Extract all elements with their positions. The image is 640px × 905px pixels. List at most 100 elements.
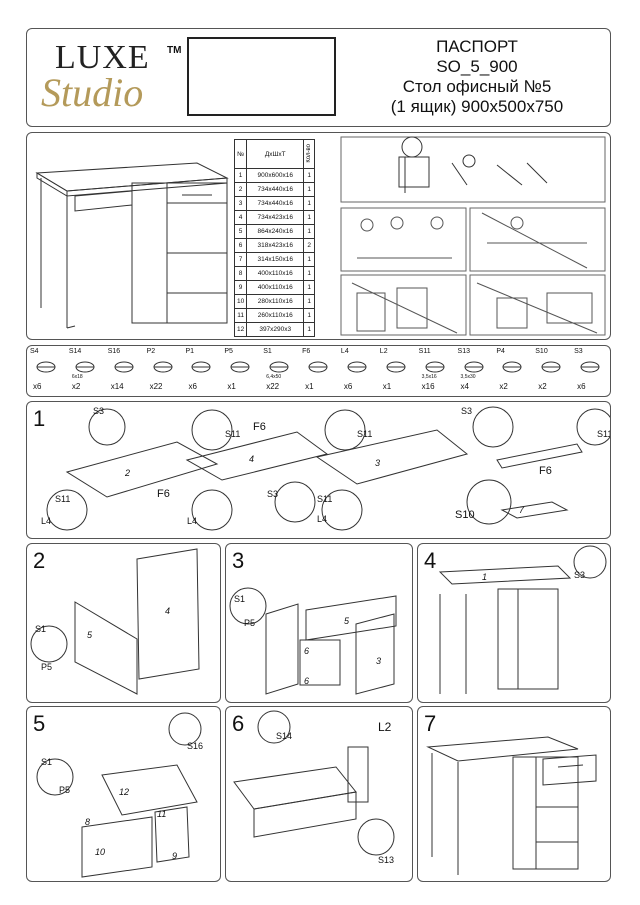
label: S10 xyxy=(455,509,475,521)
hardware-qty: x2 xyxy=(538,382,547,391)
step-2-drawing: S1 P5 4 5 xyxy=(30,548,200,695)
cell-size: 280х110х16 xyxy=(246,294,305,309)
hardware-qty: x22 xyxy=(149,382,163,391)
fastener-icon xyxy=(303,358,333,376)
label: L4 xyxy=(317,514,327,524)
hardware-code: S4 xyxy=(30,348,39,355)
cell-num: 9 xyxy=(233,280,248,295)
part-number: 7 xyxy=(519,505,525,515)
label: S3 xyxy=(267,489,278,499)
hardware-qty: x1 xyxy=(382,382,392,391)
label: P5 xyxy=(244,618,255,628)
label: F6 xyxy=(539,465,552,477)
cell-num: 4 xyxy=(233,210,248,225)
cell-num: 5 xyxy=(233,224,248,239)
cell-qty: 1 xyxy=(303,322,316,337)
desk-illustration xyxy=(35,162,229,329)
label: S11 xyxy=(597,429,610,439)
hardware-size: 3,5х30 xyxy=(460,374,476,380)
step-1-panel: 1 S3 S11 F6 S11 S3 S11 F6 S11 S11 L4 L4 xyxy=(26,401,611,539)
fastener-icon xyxy=(186,358,216,376)
step-4-drawing: S3 1 xyxy=(438,545,607,694)
part-number: 9 xyxy=(172,851,177,861)
cell-size: 260х110х16 xyxy=(246,308,305,323)
hardware-code: S1 xyxy=(263,348,272,355)
step-number: 4 xyxy=(424,548,437,573)
hardware-size: 6х18 xyxy=(71,374,83,380)
cell-num: 2 xyxy=(233,182,248,197)
cell-size: 864х240х16 xyxy=(246,224,305,239)
hardware-qty: x6 xyxy=(343,382,353,391)
label: S11 xyxy=(357,429,372,439)
label: L4 xyxy=(41,516,51,526)
label: S3 xyxy=(574,570,585,580)
label: F6 xyxy=(157,488,170,500)
hardware-qty: x1 xyxy=(227,382,236,391)
hardware-qty: x6 xyxy=(188,382,197,391)
step-7-panel: 7 xyxy=(417,706,611,882)
cell-num: 8 xyxy=(233,266,248,281)
col-header-size: ДхШхТ xyxy=(246,139,305,169)
label: S16 xyxy=(187,741,203,751)
hardware-code: S11 xyxy=(418,348,431,355)
cell-size: 734х423х16 xyxy=(246,210,305,225)
cell-qty: 1 xyxy=(303,294,316,309)
cell-qty: 1 xyxy=(303,210,316,225)
part-number: 3 xyxy=(375,458,380,468)
cell-qty: 1 xyxy=(303,308,316,323)
cell-size: 314х150х16 xyxy=(246,252,305,267)
hardware-qty: x6 xyxy=(33,382,42,391)
fastener-icon xyxy=(497,358,527,376)
part-number: 5 xyxy=(87,630,93,640)
fastener-icon xyxy=(536,358,566,376)
cell-num: 11 xyxy=(233,308,248,323)
fastener-icon xyxy=(148,358,178,376)
col-header-qty: Кол-во xyxy=(306,143,313,163)
hardware-code: L2 xyxy=(379,348,388,355)
warning-frame-3 xyxy=(340,274,467,336)
hardware-qty: x16 xyxy=(421,382,435,391)
step-number: 2 xyxy=(33,548,46,573)
step-number: 1 xyxy=(33,406,46,431)
fastener-icon xyxy=(225,358,255,376)
hardware-size: 6,4х50 xyxy=(266,374,282,380)
step-number: 6 xyxy=(232,711,245,736)
brand-logo: LUXE TM Studio xyxy=(41,39,191,119)
fastener-icon xyxy=(459,358,489,376)
warning-frame-2 xyxy=(469,207,606,272)
tools-illustration xyxy=(398,136,548,193)
fastener-icon xyxy=(575,358,605,376)
hardware-code: P1 xyxy=(185,348,195,355)
hardware-qty: x1 xyxy=(305,382,314,391)
part-number: 3 xyxy=(376,656,381,666)
step-5-drawing: S1 P5 S16 12 8 11 10 9 xyxy=(36,712,203,878)
logo-word-studio: Studio xyxy=(41,70,144,115)
label: S3 xyxy=(461,406,472,416)
label: S11 xyxy=(225,429,240,439)
hardware-code: L4 xyxy=(340,348,349,355)
cell-qty: 1 xyxy=(303,280,316,295)
hardware-code: P5 xyxy=(224,348,233,355)
part-number: 2 xyxy=(124,468,130,478)
warning-frame-4 xyxy=(469,274,606,336)
label: S13 xyxy=(378,855,394,865)
step-1-drawing: S3 S11 F6 S11 S3 S11 F6 S11 S11 L4 L4 S3… xyxy=(41,406,610,531)
hardware-item: P1 x6 xyxy=(182,346,220,396)
hardware-qty: x2 xyxy=(71,382,81,391)
cell-size: 397х290х3 xyxy=(246,322,305,337)
label: L2 xyxy=(378,720,392,734)
label: S11 xyxy=(317,494,332,504)
hardware-item: S4 x6 xyxy=(27,346,65,396)
warning-frame-1 xyxy=(340,207,467,272)
label: F6 xyxy=(253,421,266,433)
